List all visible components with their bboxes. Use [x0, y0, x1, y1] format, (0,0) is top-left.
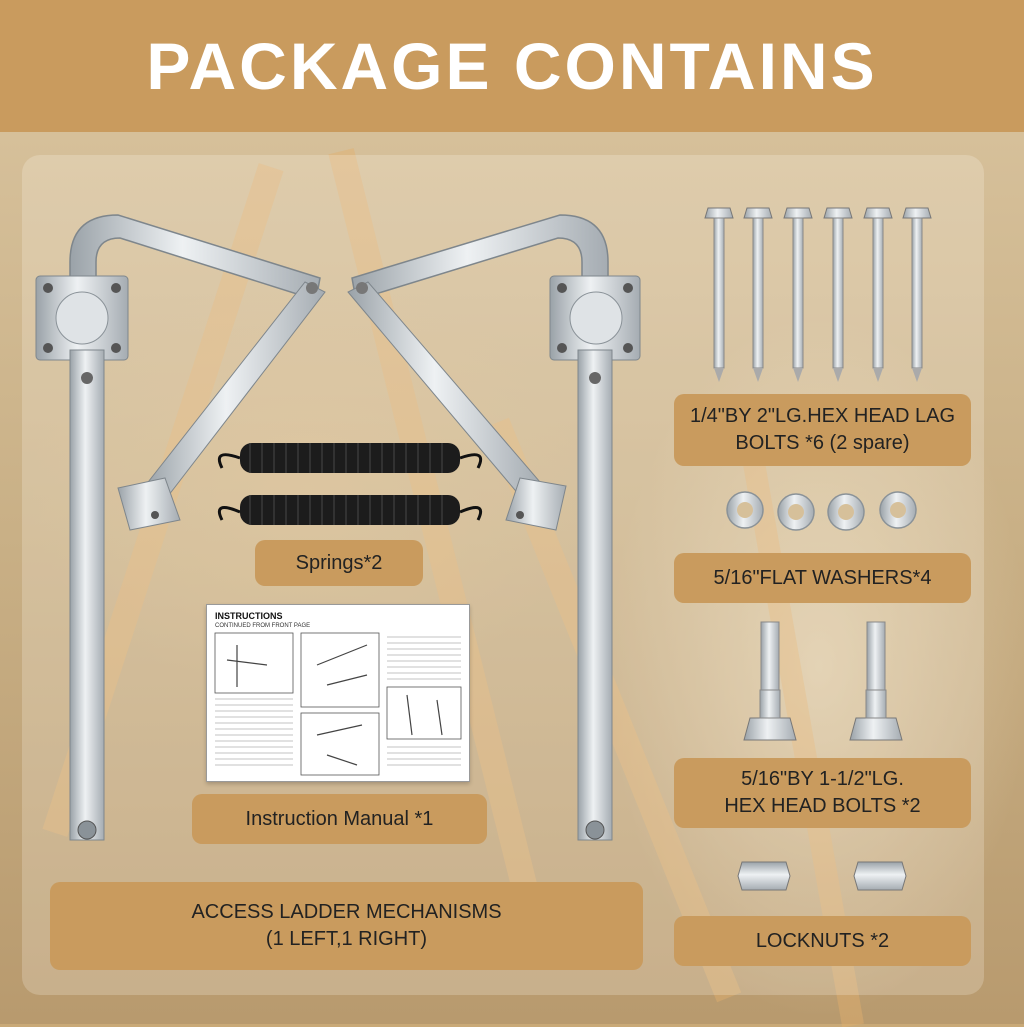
hex-bolts-label-text: 5/16"BY 1-1/2"LG. HEX HEAD BOLTS *2 — [724, 768, 921, 817]
flat-washers — [726, 491, 917, 531]
instruction-manual-sheet: INSTRUCTIONS CONTINUED FROM FRONT PAGE — [206, 604, 470, 782]
ladder-mechanisms-label: ACCESS LADDER MECHANISMS (1 LEFT,1 RIGHT… — [50, 882, 643, 970]
hex-bolts-label: 5/16"BY 1-1/2"LG. HEX HEAD BOLTS *2 — [674, 758, 971, 828]
header-banner: PACKAGE CONTAINS — [0, 0, 1024, 132]
washers-label: 5/16"FLAT WASHERS*4 — [674, 553, 971, 603]
springs — [217, 443, 483, 525]
locknuts-label: LOCKNUTS *2 — [674, 916, 971, 966]
lag-bolts-label-text: 1/4"BY 2"LG.HEX HEAD LAG BOLTS *6 (2 spa… — [689, 405, 956, 454]
manual-title: INSTRUCTIONS — [215, 611, 283, 621]
springs-label-text: Springs*2 — [295, 551, 383, 574]
locknuts — [737, 861, 907, 891]
ladder-mechanisms-label-text: ACCESS LADDER MECHANISMS (1 LEFT,1 RIGHT… — [191, 901, 502, 950]
locknuts-label-text: LOCKNUTS *2 — [755, 929, 890, 952]
left-ladder-mechanism — [35, 214, 326, 841]
springs-label: Springs*2 — [255, 540, 423, 586]
hex-head-bolts — [743, 621, 903, 741]
manual-diagrams — [214, 632, 462, 776]
page-title: PACKAGE CONTAINS — [146, 29, 878, 103]
instruction-manual-label: Instruction Manual *1 — [192, 794, 487, 844]
instruction-manual-label-text: Instruction Manual *1 — [245, 807, 434, 830]
right-ladder-mechanism — [347, 214, 641, 841]
lag-bolts-label: 1/4"BY 2"LG.HEX HEAD LAG BOLTS *6 (2 spa… — [674, 394, 971, 466]
washers-label-text: 5/16"FLAT WASHERS*4 — [713, 566, 932, 589]
manual-subtitle: CONTINUED FROM FRONT PAGE — [215, 623, 311, 629]
lag-bolts — [704, 207, 932, 382]
